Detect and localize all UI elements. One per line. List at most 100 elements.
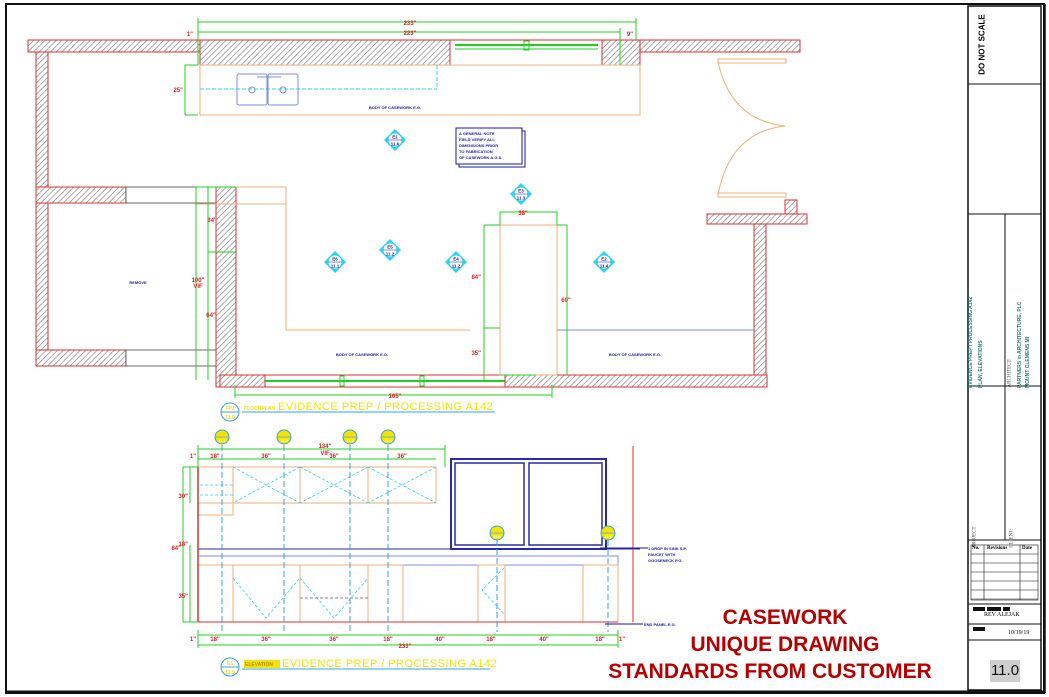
elevation-tag-id: E6 (332, 257, 338, 262)
section-tag-label: 11.3 (346, 438, 354, 443)
architect-city: MOUNT CLEMENS MI (1025, 336, 1031, 388)
wall-top-far-right (639, 39, 801, 53)
dimension-lines (184, 18, 637, 398)
project-label: PROJECT: (972, 525, 978, 548)
dim-lower-segment: 40" (435, 637, 445, 643)
window-top (449, 39, 603, 66)
section-tag-label: 11.6 (604, 534, 612, 539)
opening-top (125, 186, 217, 204)
section-tag-label: 11.5 (493, 534, 501, 539)
dim-left-total: 84" (171, 546, 181, 552)
dim-overall-top: 233" (404, 21, 417, 27)
note-end-panel: END PANEL E.G. (644, 622, 676, 627)
dim-island-left: 84" (471, 275, 481, 281)
dim-left-upper: 30" (178, 494, 188, 500)
dim-upper-vif: VIF (320, 451, 330, 457)
section-tag-label: 11.4 (384, 438, 392, 443)
dim-left-vif: VIF (193, 284, 203, 290)
wall-top-right (601, 39, 641, 66)
section-tag[interactable]: 11.6 (600, 525, 616, 541)
dim-lower-overall: 233" (399, 644, 412, 650)
do-not-scale: DO NOT SCALE (977, 14, 987, 75)
title-block (967, 4, 1046, 693)
double-door (717, 58, 787, 198)
elevation-tag[interactable]: E2 11.4 (593, 251, 615, 273)
wall-center-left (215, 186, 237, 388)
elevation-tag-id: E2 (601, 257, 607, 262)
elevation-tag-id: E3 (518, 189, 524, 194)
architect-name: PARTNERS in ARCHITECTURE, PLC (1017, 301, 1023, 388)
sheet-number: 11.0 (990, 662, 1020, 679)
elevation-tag-id: E1 (392, 135, 398, 140)
dim-left-lower: 35" (178, 594, 188, 600)
wall-right (753, 213, 767, 376)
dim-island-bottom: 35" (471, 351, 481, 357)
dim-lower-segment: 1" (619, 637, 625, 643)
rev-header-date: Date (1022, 546, 1032, 551)
floorplan-title: EVIDENCE PREP / PROCESSING A142 (278, 401, 493, 413)
dim-inner-top: 223" (404, 31, 417, 37)
drawing-title: EVIDENCE PREP / PROCESSING A142 (968, 296, 974, 388)
sink-icon (236, 73, 299, 106)
dim-right-small: 9" (627, 32, 633, 38)
section-tag[interactable]: 11.4 (380, 429, 396, 445)
note-sink: 1 DROP IN SINK S.P. (648, 546, 687, 551)
opening-bottom (125, 349, 217, 367)
note-faucet: FAUCET WITH (648, 552, 675, 557)
elevation: 11.1 11.2 11.3 11.4 11.5 11.6 1" 18" 36" 36" 36" 1… (171, 429, 687, 677)
dim-upper-segment: 36" (329, 454, 339, 460)
elevation-tag-top: E1 (227, 661, 233, 667)
elevation-tag-bottom: 11.0 (225, 670, 235, 676)
dim-upper-segment: 1" (190, 454, 196, 460)
base-cabinet-right (582, 564, 619, 623)
wall-top-hatched (199, 39, 451, 66)
elevation-title-prefix: ELEVATION (245, 662, 273, 668)
countertop (197, 555, 619, 566)
dim-depth-top: 25" (173, 88, 183, 94)
drawing-date: 10/19/19 (1008, 630, 1030, 636)
dim-island-right: 60" (561, 298, 571, 304)
elevation-tag[interactable]: E1 11.6 (384, 129, 406, 151)
dim-left-34: 34" (207, 218, 217, 224)
dim-lower-segment: 18" (595, 637, 605, 643)
drawn-by: REV ALEJAK (984, 612, 1020, 618)
section-tag-label: 11.2 (280, 438, 288, 443)
upper-cabinets (197, 466, 437, 504)
general-note-line: FIELD VERIFY ALL (459, 137, 495, 142)
dim-island-width: 38" (518, 211, 528, 217)
floorplan-tag-top: FP1 (225, 406, 234, 412)
wall-top-left (27, 39, 201, 53)
general-note-line: A GENERAL NOTE (459, 131, 495, 136)
general-note-line: DIMENSIONS PRIOR (459, 143, 498, 148)
dim-lower-segment: 36" (261, 637, 271, 643)
rev-header-no: No. (972, 546, 980, 551)
section-tag[interactable]: 11.3 (342, 429, 358, 445)
section-tag[interactable]: 11.1 (214, 429, 230, 445)
drawing-subtitle: PLAN, ELEVATIONS (978, 340, 984, 388)
overlay-unique-drawing: UNIQUE DRAWING (690, 633, 880, 656)
section-tag[interactable]: 11.5 (489, 525, 505, 541)
dim-left-small: 1" (187, 32, 193, 38)
overlay-standards: STANDARDS FROM CUSTOMER (608, 660, 932, 683)
section-tag[interactable]: 11.2 (276, 429, 292, 445)
general-note-box: A GENERAL NOTE FIELD VERIFY ALL DIMENSIO… (455, 127, 526, 168)
dim-lower-segment: 36" (329, 637, 339, 643)
dim-left-64: 64" (206, 313, 216, 319)
general-note-line: TO FABRICATION (459, 149, 493, 154)
note-bottom-counter: BODY OF CASEWORK E.G. (336, 352, 388, 357)
overlay-casework: CASEWORK (722, 606, 848, 629)
dim-bottom-overall: 105" (389, 394, 402, 400)
elevation-tag-sheet: 11.4 (600, 264, 609, 269)
elevation-tag-sheet: 11.2 (452, 264, 461, 269)
dim-left-middle: 18" (178, 542, 188, 548)
elevation-tag-sheet: 11.6 (391, 142, 400, 147)
note-top-counter: BODY OF CASEWORK E.G. (369, 105, 421, 110)
elevation-tag-id: E5 (387, 245, 393, 250)
island (499, 224, 558, 376)
sheet-border (5, 3, 1045, 694)
